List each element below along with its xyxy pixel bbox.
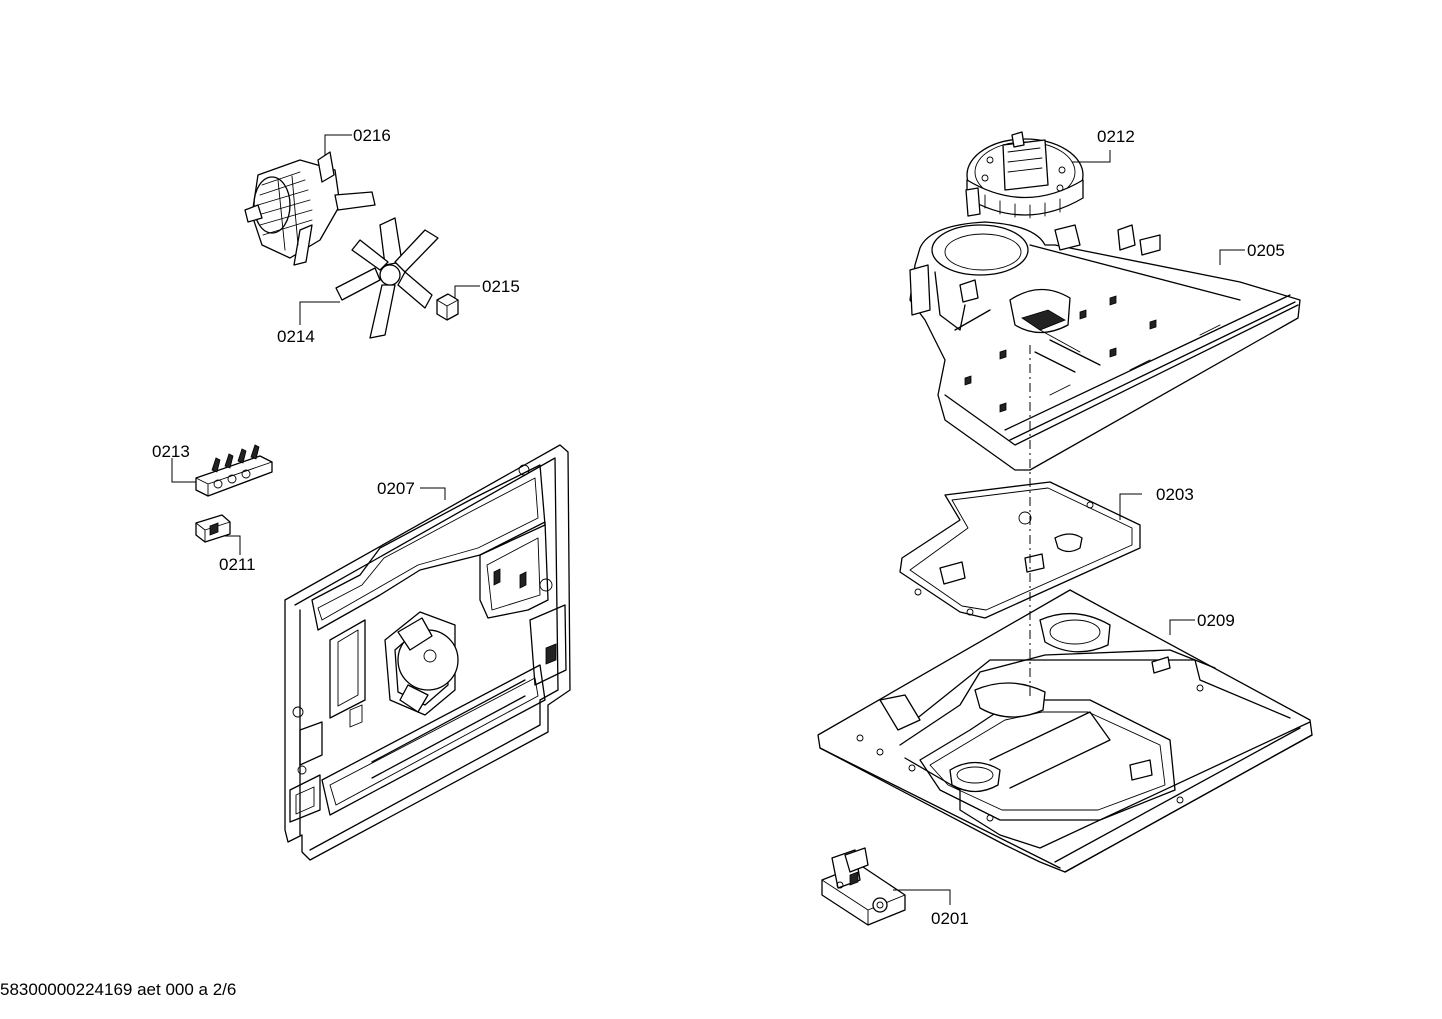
leader-0211 <box>224 535 241 555</box>
leader-0212 <box>1072 150 1111 163</box>
callout-0211[interactable]: 0211 <box>219 555 256 574</box>
callout-0212[interactable]: 0212 <box>1097 127 1135 146</box>
part-0211-clip[interactable] <box>195 514 231 543</box>
leader-0209 <box>1169 619 1195 635</box>
callout-0207[interactable]: 0207 <box>377 479 415 498</box>
leader-0213 <box>171 458 196 483</box>
callout-0215[interactable]: 0215 <box>482 277 520 296</box>
part-0203-insulation-plate[interactable] <box>899 481 1141 619</box>
callout-0216[interactable]: 0216 <box>353 126 391 145</box>
part-0201-switch-bracket[interactable] <box>821 847 906 926</box>
part-0215-nut[interactable] <box>436 293 459 321</box>
leader-0216 <box>324 134 352 155</box>
leader-0203 <box>1119 493 1142 520</box>
callout-0214[interactable]: 0214 <box>277 327 315 346</box>
part-0216-fan-motor[interactable] <box>244 151 376 266</box>
leader-0207 <box>420 487 446 500</box>
leader-0201 <box>893 889 951 905</box>
part-0209-base-plate[interactable] <box>817 589 1313 873</box>
callout-0203[interactable]: 0203 <box>1156 485 1194 504</box>
leader-0214 <box>299 301 340 325</box>
document-code: 58300000224169 aet 000 a 2/6 <box>0 980 237 999</box>
leader-0205 <box>1219 249 1245 265</box>
part-0213-terminal-block[interactable] <box>195 444 273 497</box>
callout-0213[interactable]: 0213 <box>152 442 190 461</box>
part-0207-rear-wall[interactable] <box>284 444 571 861</box>
part-0214-fan-wheel[interactable] <box>335 217 439 339</box>
callout-0201[interactable]: 0201 <box>931 909 969 928</box>
part-0212-cooling-fan[interactable] <box>965 131 1084 219</box>
callout-0205[interactable]: 0205 <box>1247 241 1285 260</box>
leader-0215 <box>454 285 480 298</box>
callout-0209[interactable]: 0209 <box>1197 611 1235 630</box>
part-0205-air-duct[interactable] <box>909 221 1301 471</box>
